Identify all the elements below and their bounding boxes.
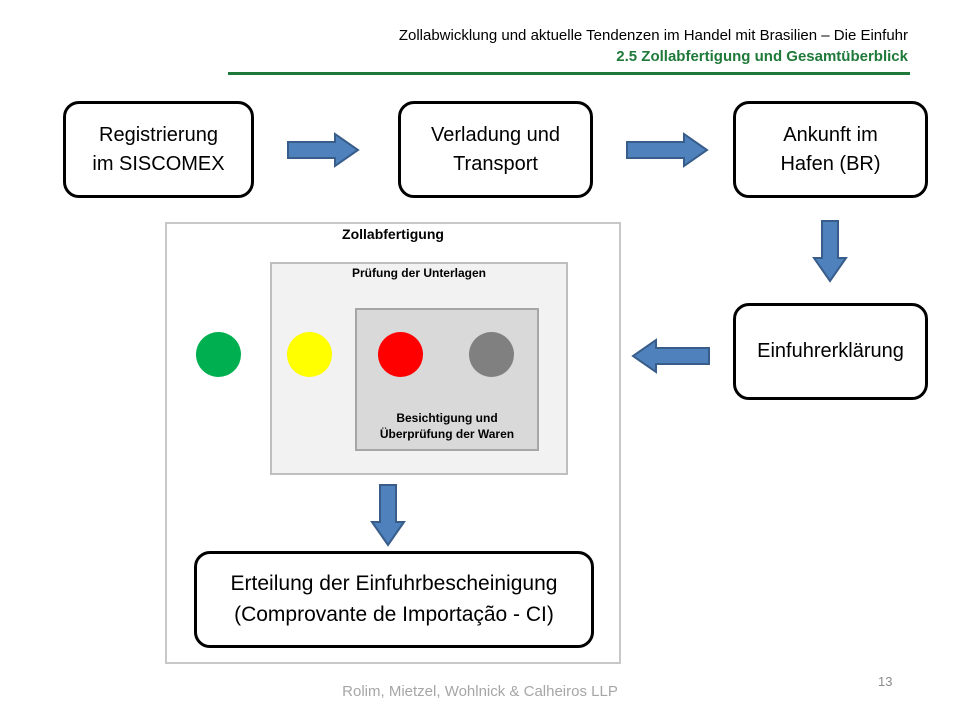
step-ankunft-label: Ankunft im Hafen (BR) [780, 123, 881, 175]
zollabfertigung-title: Zollabfertigung [342, 226, 444, 242]
header-subtitle: 2.5 Zollabfertigung und Gesamtüberblick [616, 48, 908, 65]
step-verladung-box: Verladung und Transport [398, 101, 593, 198]
besichtigung-frame [355, 308, 539, 451]
step-einfuhrerklaerung-box: Einfuhrerklärung [733, 303, 928, 400]
traffic-light-gray [469, 332, 514, 377]
arrow-right-2-icon [626, 132, 709, 168]
arrow-right-1-icon [287, 132, 360, 168]
step-erteilung-box: Erteilung der Einfuhrbescheinigung (Comp… [194, 551, 594, 648]
step-verladung-label: Verladung und Transport [430, 123, 560, 175]
pruefung-title: Prüfung der Unterlagen [351, 266, 486, 280]
traffic-light-yellow [287, 332, 332, 377]
step-einfuhrerklaerung-label: Einfuhrerklärung [757, 340, 904, 362]
header-divider [228, 72, 910, 75]
arrow-down-2-icon [370, 484, 406, 547]
traffic-light-green [196, 332, 241, 377]
page-number: 13 [878, 674, 893, 689]
arrow-down-1-icon [812, 220, 848, 283]
step-ankunft-box: Ankunft im Hafen (BR) [733, 101, 928, 198]
traffic-light-red [378, 332, 423, 377]
besichtigung-title: Besichtigung und Überprüfung der Waren [379, 411, 515, 441]
step-registrierung-box: Registrierung im SISCOMEX [63, 101, 254, 198]
arrow-left-icon [631, 338, 710, 374]
header-title: Zollabwicklung und aktuelle Tendenzen im… [398, 27, 908, 44]
step-erteilung-label: Erteilung der Einfuhrbescheinigung (Comp… [230, 572, 558, 626]
step-registrierung-label: Registrierung im SISCOMEX [92, 123, 225, 175]
footer-company: Rolim, Mietzel, Wohlnick & Calheiros LLP [342, 683, 618, 700]
